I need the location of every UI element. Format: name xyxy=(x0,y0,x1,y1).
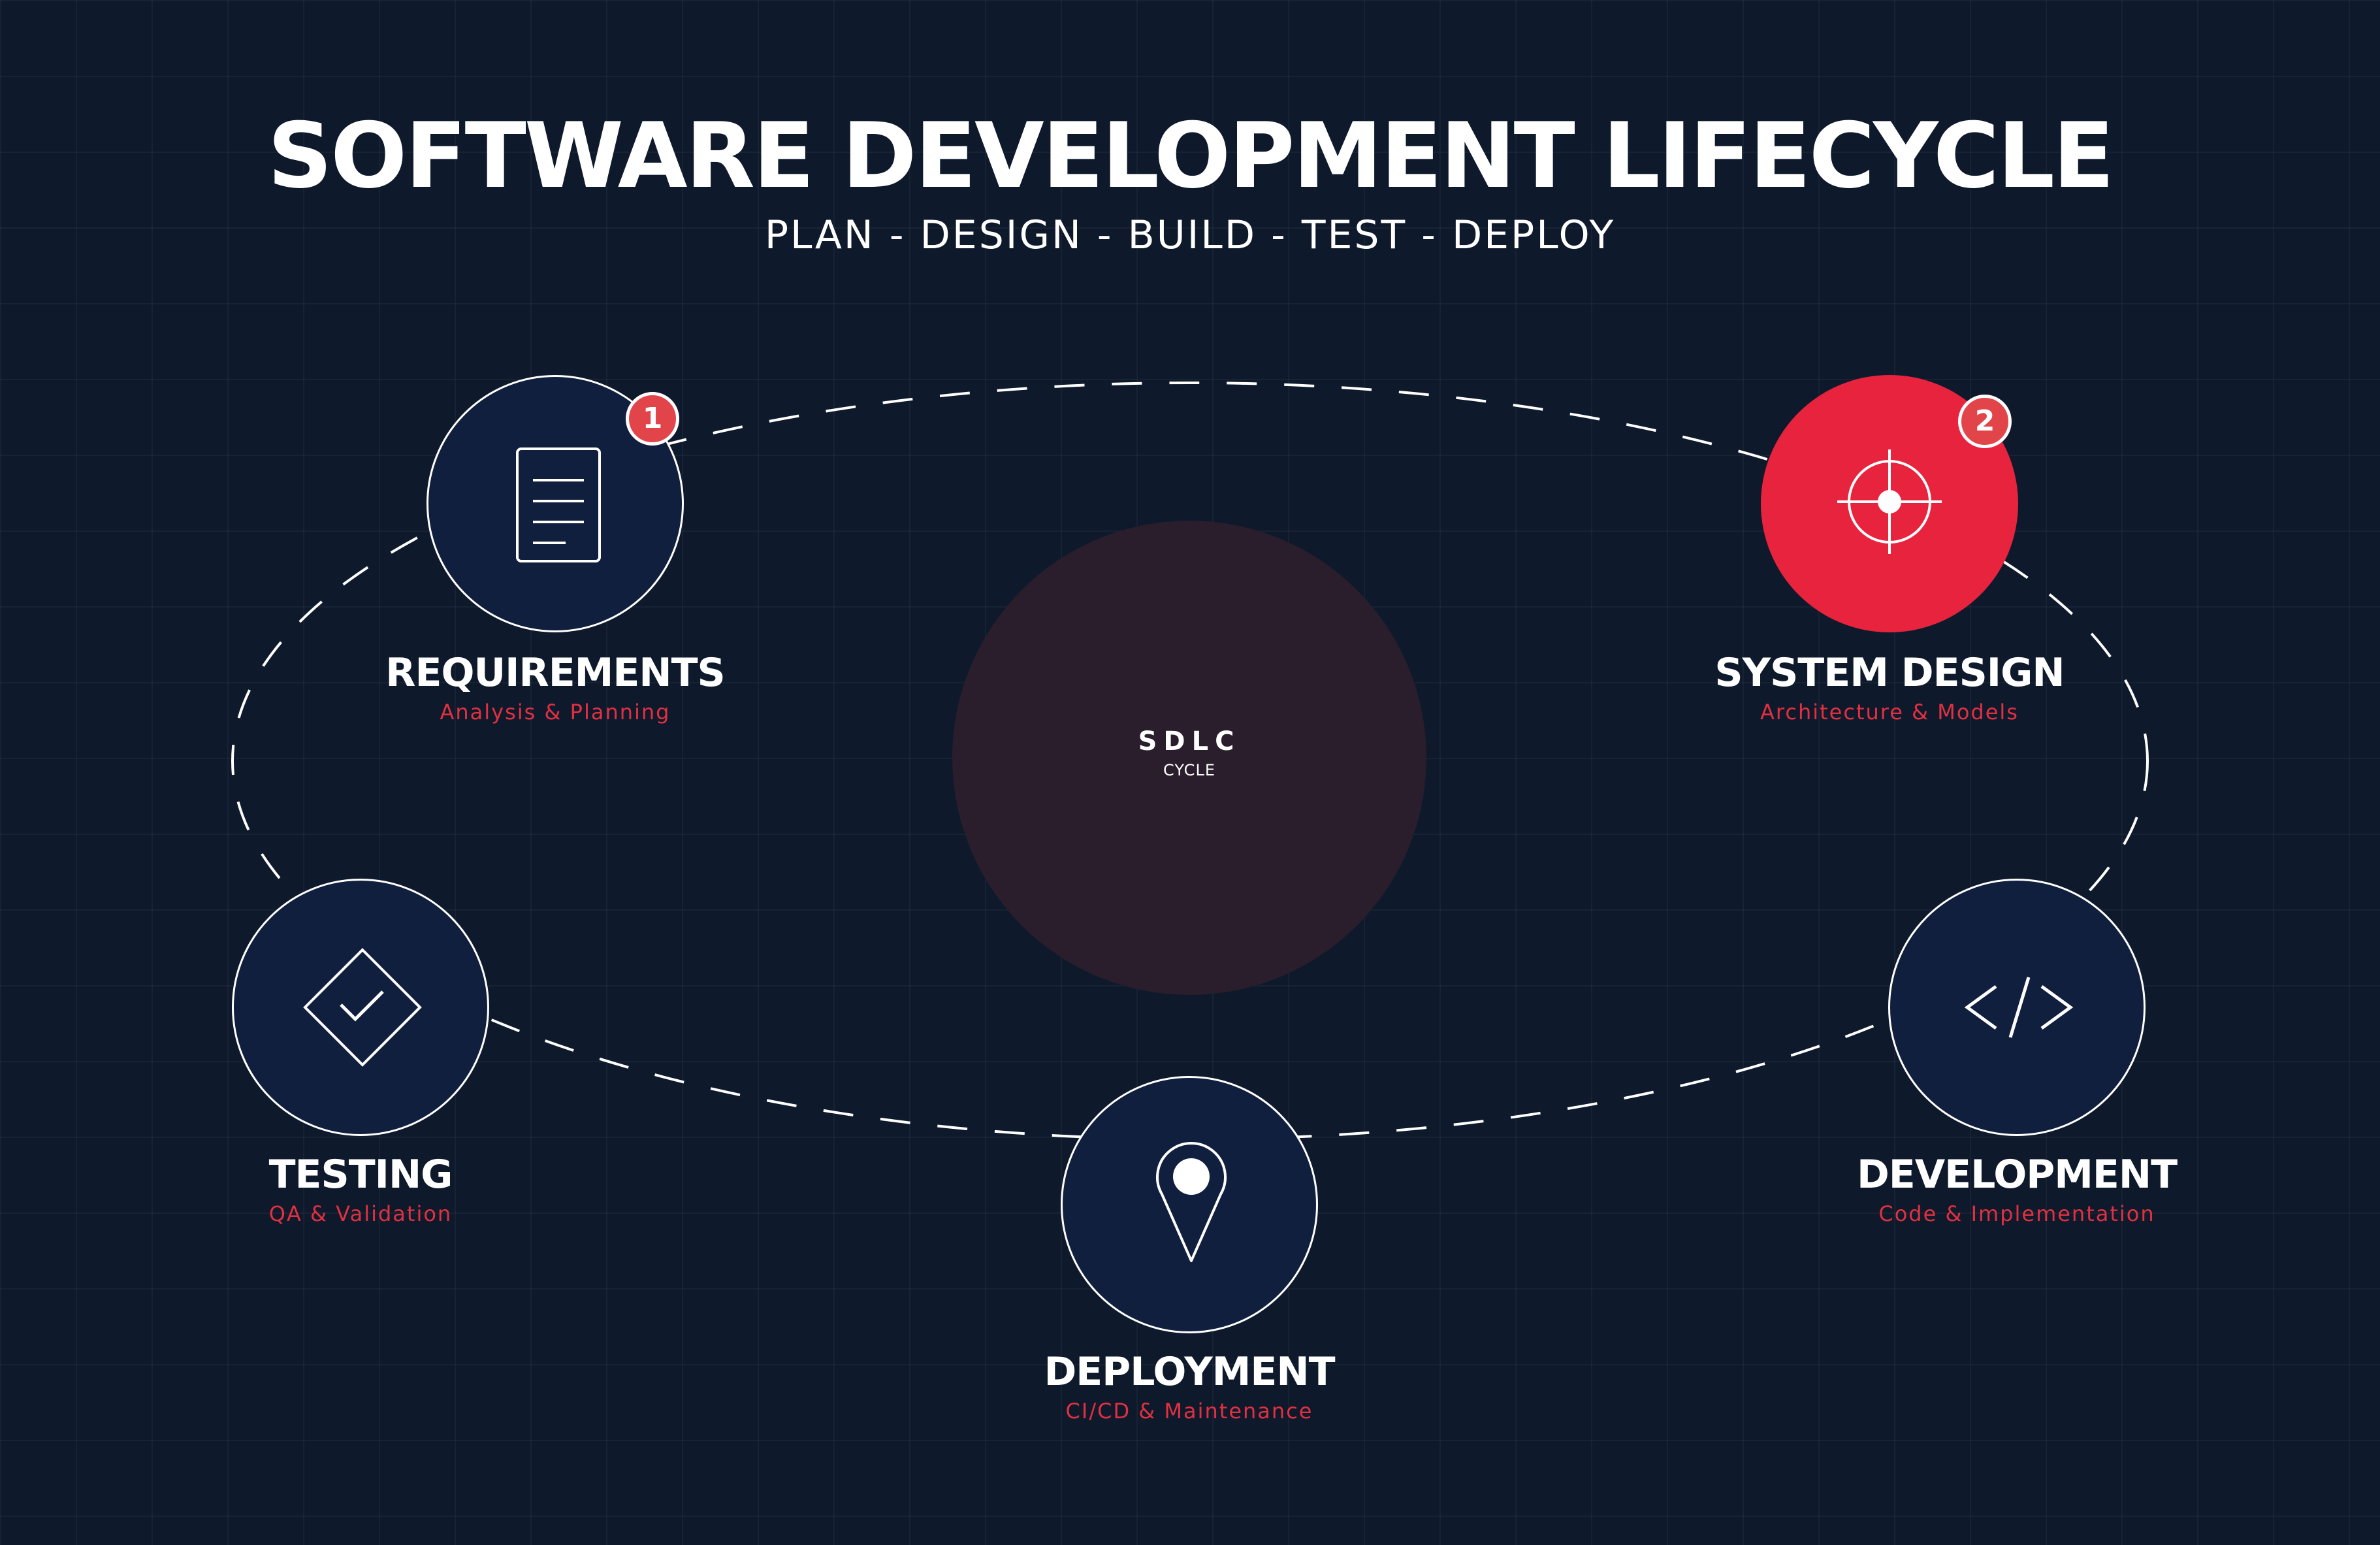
stage-testing-title: TESTING xyxy=(268,1152,453,1197)
stage-requirements-badge: 1 xyxy=(626,392,679,446)
stage-deployment-title: DEPLOYMENT xyxy=(1044,1349,1335,1395)
center-title: SDLC xyxy=(1138,726,1241,756)
stage-testing-node[interactable] xyxy=(232,879,489,1136)
center-subtitle: CYCLE xyxy=(1163,761,1215,779)
document-icon xyxy=(516,447,601,562)
code-icon xyxy=(1964,977,2074,1038)
stage-development-node[interactable] xyxy=(1888,879,2146,1136)
stage-system-design-title: SYSTEM DESIGN xyxy=(1714,650,2065,696)
location-pin-icon xyxy=(1156,1142,1227,1262)
stage-testing-subtitle: QA & Validation xyxy=(268,1201,453,1226)
checkmark-diamond-icon xyxy=(303,948,422,1067)
stage-deployment-node[interactable] xyxy=(1061,1076,1318,1333)
center-hub: SDLC CYCLE xyxy=(952,521,1426,995)
stage-system-design-subtitle: Architecture & Models xyxy=(1760,700,2019,724)
stage-requirements-title: REQUIREMENTS xyxy=(385,650,725,696)
page-title: SOFTWARE DEVELOPMENT LIFECYCLE xyxy=(267,103,2115,208)
target-icon xyxy=(1837,449,1942,554)
stage-development-subtitle: Code & Implementation xyxy=(1878,1201,2155,1226)
stage-system-design-badge: 2 xyxy=(1958,395,2012,448)
stage-requirements-subtitle: Analysis & Planning xyxy=(440,700,671,724)
page-subtitle: PLAN - DESIGN - BUILD - TEST - DEPLOY xyxy=(764,212,1616,258)
stage-deployment-subtitle: CI/CD & Maintenance xyxy=(1065,1399,1313,1423)
stage-development-title: DEVELOPMENT xyxy=(1856,1152,2178,1197)
